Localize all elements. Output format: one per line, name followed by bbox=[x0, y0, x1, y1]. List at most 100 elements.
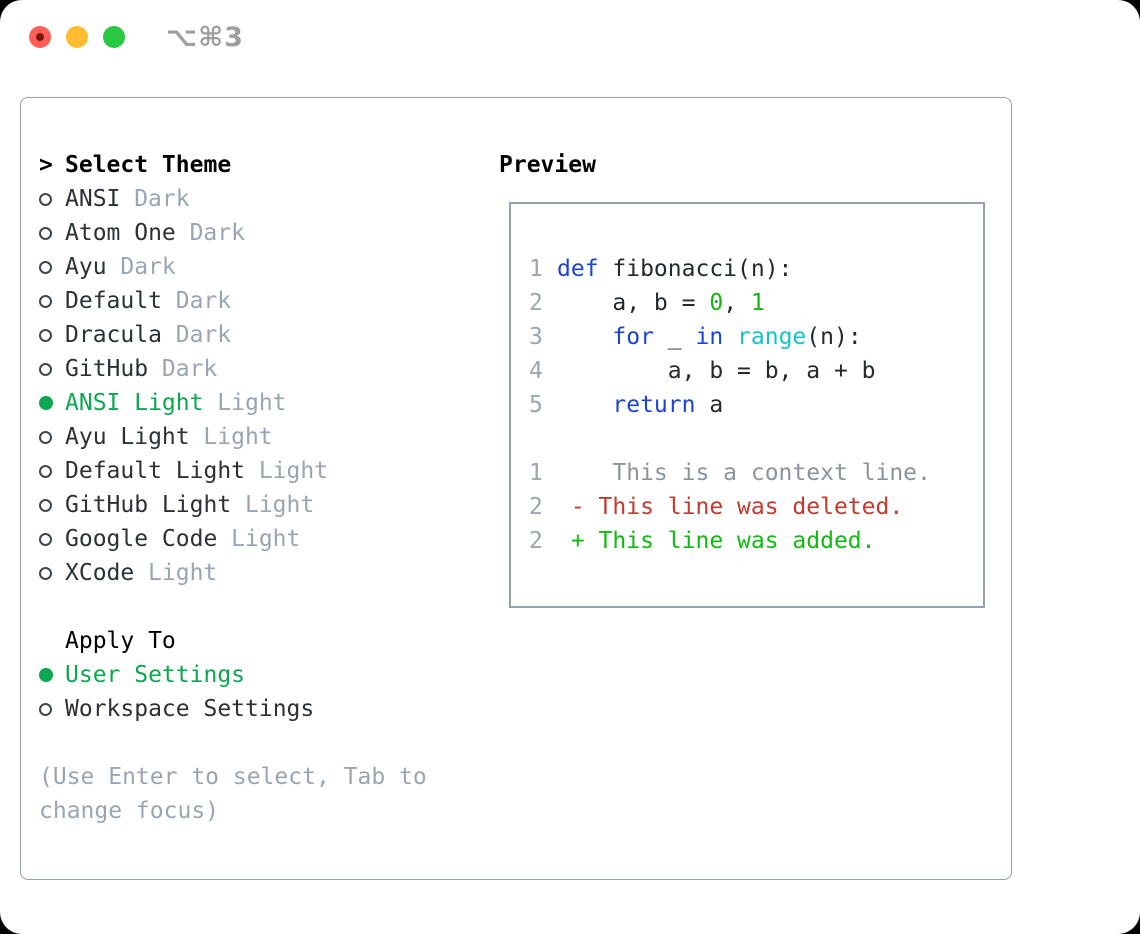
code-token: - This line was deleted. bbox=[557, 494, 904, 520]
radio-icon bbox=[39, 464, 65, 478]
theme-variant: Dark bbox=[175, 288, 232, 314]
code-token: a bbox=[695, 392, 724, 418]
apply-to-title: Apply To bbox=[65, 628, 176, 654]
theme-variant: Light bbox=[148, 560, 218, 586]
apply-option-label: Workspace Settings bbox=[65, 696, 315, 722]
code-token bbox=[723, 324, 737, 350]
theme-variant: Dark bbox=[175, 322, 232, 348]
radio-icon bbox=[39, 566, 65, 580]
theme-variant: Light bbox=[217, 390, 287, 416]
zoom-button[interactable] bbox=[103, 26, 125, 48]
help-line: change focus) bbox=[39, 798, 220, 824]
spacer bbox=[529, 422, 983, 456]
code-token: + This line was added. bbox=[557, 528, 876, 554]
radio-icon bbox=[39, 430, 65, 444]
theme-name: Default Light bbox=[65, 458, 246, 484]
radio-circle bbox=[39, 192, 52, 206]
radio-circle bbox=[39, 328, 52, 342]
theme-option[interactable]: ANSI Dark bbox=[39, 182, 499, 216]
prompt-icon: > bbox=[39, 152, 53, 178]
radio-selected-icon bbox=[39, 668, 65, 682]
code-line: 4 a, b = b, a + b bbox=[529, 354, 983, 388]
radio-circle bbox=[39, 362, 52, 376]
theme-option[interactable]: ANSI Light Light bbox=[39, 386, 499, 420]
spacer bbox=[39, 726, 499, 760]
theme-option[interactable]: Ayu Dark bbox=[39, 250, 499, 284]
apply-option[interactable]: User Settings bbox=[39, 658, 499, 692]
theme-option[interactable]: XCode Light bbox=[39, 556, 499, 590]
line-number: 4 bbox=[529, 358, 543, 384]
preview-title: Preview bbox=[499, 152, 596, 178]
code-token: 1 bbox=[750, 290, 765, 316]
spacer bbox=[39, 590, 499, 624]
code-token: for bbox=[612, 324, 654, 350]
line-number: 2 bbox=[529, 528, 543, 554]
code-token bbox=[557, 392, 612, 418]
radio-circle bbox=[39, 226, 52, 240]
code-token: return bbox=[612, 392, 696, 418]
line-number: 3 bbox=[529, 324, 543, 350]
radio-circle bbox=[39, 566, 52, 580]
code-token: _ bbox=[653, 324, 696, 350]
theme-variant: Dark bbox=[120, 254, 176, 280]
theme-option[interactable]: Dracula Dark bbox=[39, 318, 499, 352]
titlebar: ⌥⌘3 bbox=[29, 22, 244, 53]
code-line: 2 a, b = 0, 1 bbox=[529, 286, 983, 320]
radio-icon bbox=[39, 260, 65, 274]
radio-icon bbox=[39, 702, 65, 716]
theme-name: XCode bbox=[65, 560, 135, 586]
radio-icon bbox=[39, 226, 65, 240]
theme-variant: Dark bbox=[134, 186, 190, 212]
theme-option[interactable]: GitHub Light Light bbox=[39, 488, 499, 522]
radio-icon bbox=[39, 362, 65, 376]
radio-icon bbox=[39, 532, 65, 546]
theme-name: ANSI bbox=[65, 186, 121, 212]
radio-icon bbox=[39, 192, 65, 206]
radio-circle bbox=[39, 294, 52, 308]
code-token: in bbox=[695, 324, 724, 350]
close-button[interactable] bbox=[29, 26, 51, 48]
select-theme-header: > Select Theme bbox=[39, 148, 499, 182]
help-line: (Use Enter to select, Tab to bbox=[39, 764, 427, 790]
theme-name: Ayu bbox=[65, 254, 107, 280]
window-shortcut-label: ⌥⌘3 bbox=[166, 21, 244, 53]
theme-variant: Light bbox=[258, 458, 329, 484]
theme-variant: Light bbox=[244, 492, 315, 518]
apply-option-label: User Settings bbox=[65, 662, 246, 688]
code-token: fibonacci(n): bbox=[598, 256, 793, 282]
radio-icon bbox=[39, 328, 65, 342]
radio-circle bbox=[39, 430, 52, 444]
code-line: 3 for _ in range(n): bbox=[529, 320, 983, 354]
theme-name: Google Code bbox=[65, 526, 218, 552]
diff-line: 1 This is a context line. bbox=[529, 456, 983, 490]
select-theme-title: Select Theme bbox=[65, 152, 232, 178]
help-text: (Use Enter to select, Tab to change focus… bbox=[39, 760, 499, 828]
code-token: def bbox=[557, 256, 599, 282]
radio-circle bbox=[39, 498, 52, 512]
apply-option[interactable]: Workspace Settings bbox=[39, 692, 499, 726]
theme-option[interactable]: Default Light Light bbox=[39, 454, 499, 488]
minimize-button[interactable] bbox=[66, 26, 88, 48]
theme-name: Dracula bbox=[65, 322, 162, 348]
radio-icon bbox=[39, 294, 65, 308]
radio-circle bbox=[39, 260, 52, 274]
theme-name: ANSI Light bbox=[65, 390, 204, 416]
theme-name: GitHub Light bbox=[65, 492, 232, 518]
code-token: range bbox=[737, 324, 807, 350]
apply-to-header-row: Apply To bbox=[39, 624, 499, 658]
diff-line: 2 + This line was added. bbox=[529, 524, 983, 558]
line-number: 5 bbox=[529, 392, 543, 418]
code-line: 5 return a bbox=[529, 388, 983, 422]
